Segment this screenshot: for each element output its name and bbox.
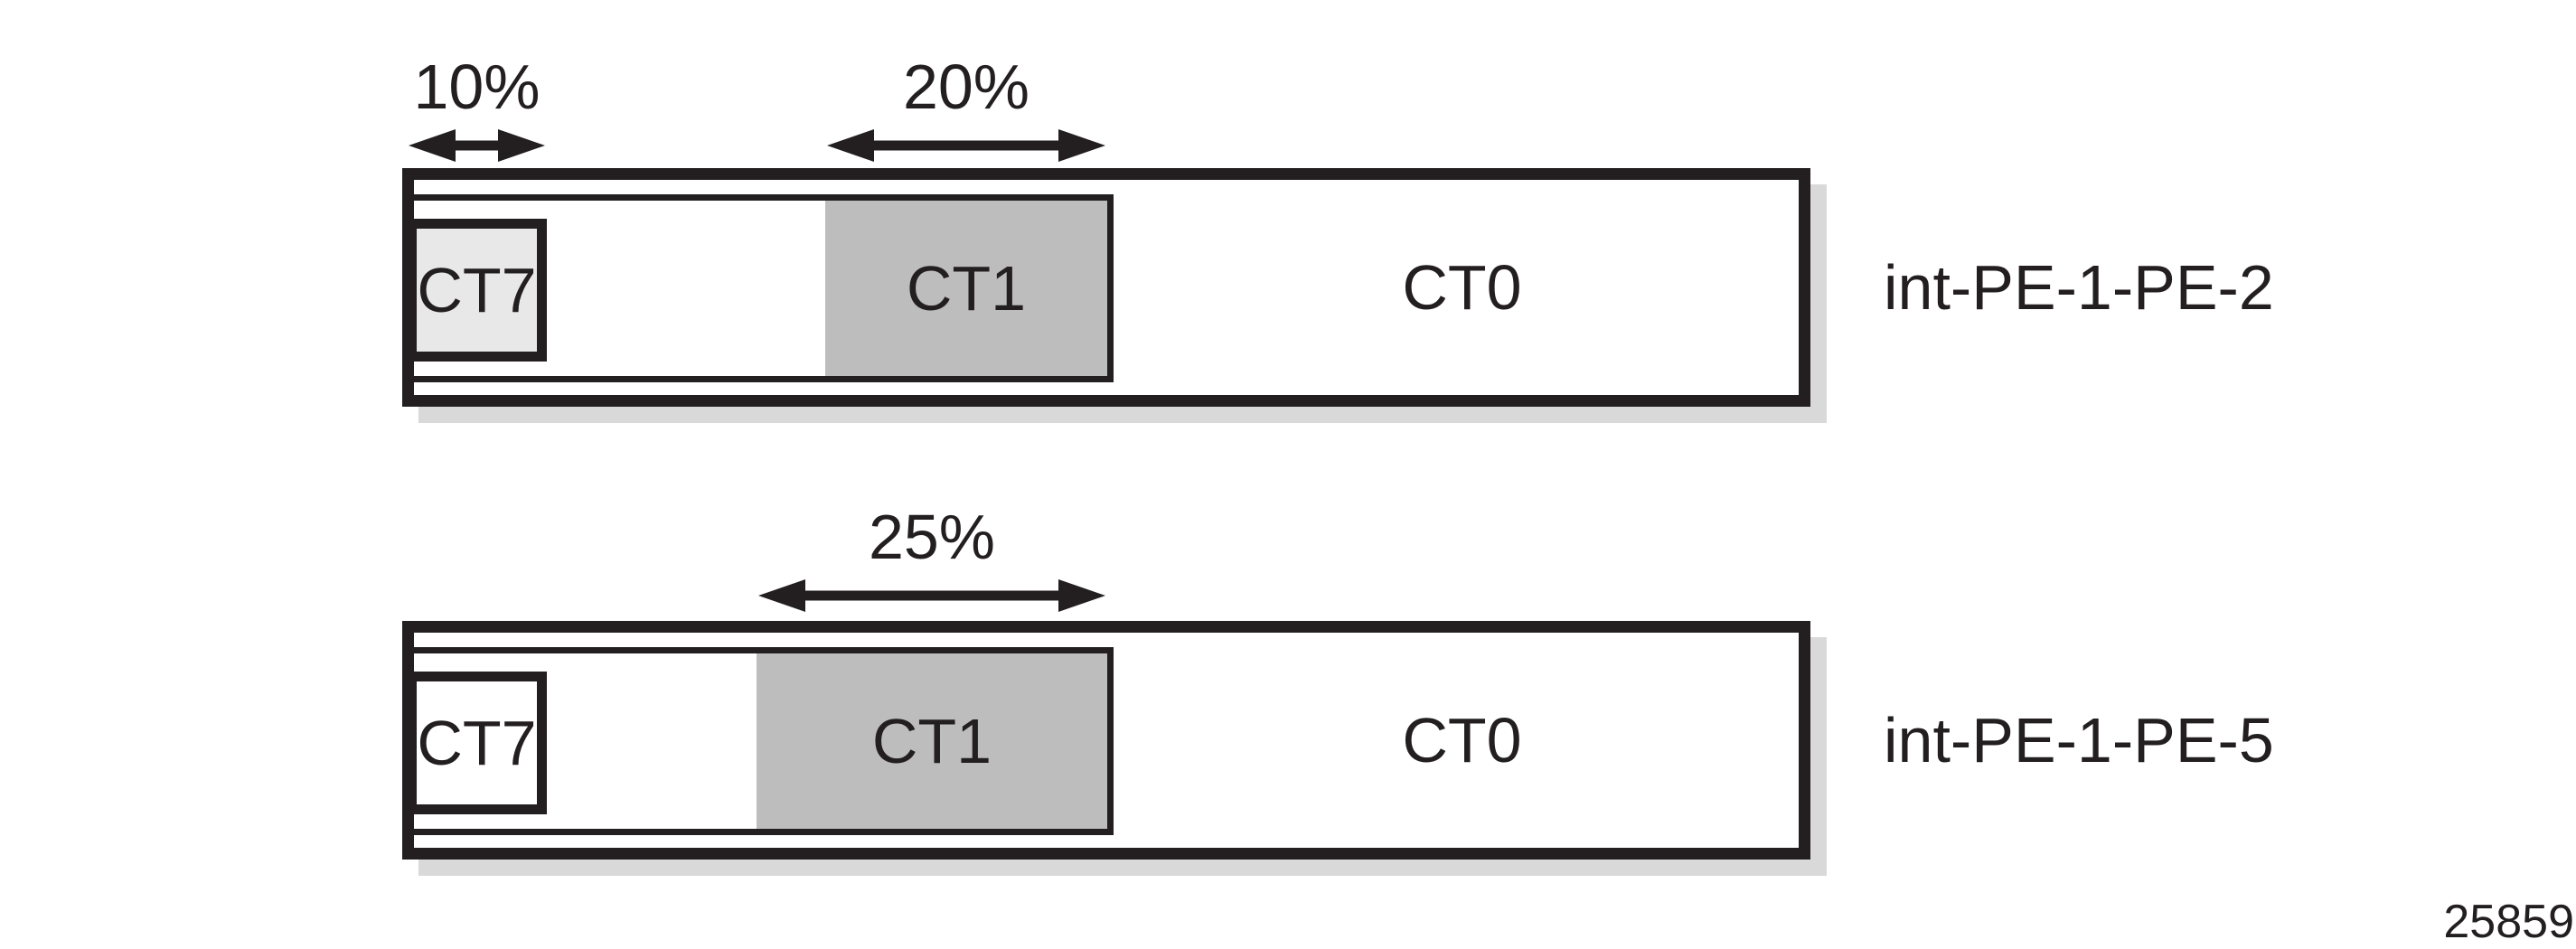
ct7-box: CT7: [407, 672, 547, 814]
ct1-label: CT1: [871, 706, 992, 776]
ct7-range-arrow-icon: [407, 125, 547, 166]
figure-number: 25859: [2443, 896, 2574, 948]
ct0-label: CT0: [1402, 252, 1522, 323]
ct0-area: CT0: [1125, 633, 1799, 848]
ct1-segment: CT1: [757, 653, 1107, 829]
ct7-label: CT7: [417, 708, 537, 778]
ct1-range-arrow-icon: [825, 125, 1107, 166]
ct1-percent-label: 25%: [868, 502, 996, 572]
ct1-label: CT1: [906, 253, 1027, 324]
interface-bar-int-pe-1-pe-2: CT1 CT7 CT0: [402, 168, 1810, 407]
ct1-range-arrow-icon: [757, 575, 1107, 616]
ct1-segment: CT1: [825, 201, 1107, 376]
interface-name-label: int-PE-1-PE-2: [1884, 252, 2274, 323]
ct1-percent-label: 20%: [902, 52, 1030, 122]
interface-bar-int-pe-1-pe-5: CT1 CT7 CT0: [402, 621, 1810, 860]
ct7-label: CT7: [417, 255, 537, 325]
interface-name-label: int-PE-1-PE-5: [1884, 705, 2274, 775]
ct7-box: CT7: [407, 219, 547, 362]
ct7-percent-label: 10%: [413, 52, 541, 122]
ct0-area: CT0: [1125, 180, 1799, 395]
ct0-label: CT0: [1402, 705, 1522, 775]
